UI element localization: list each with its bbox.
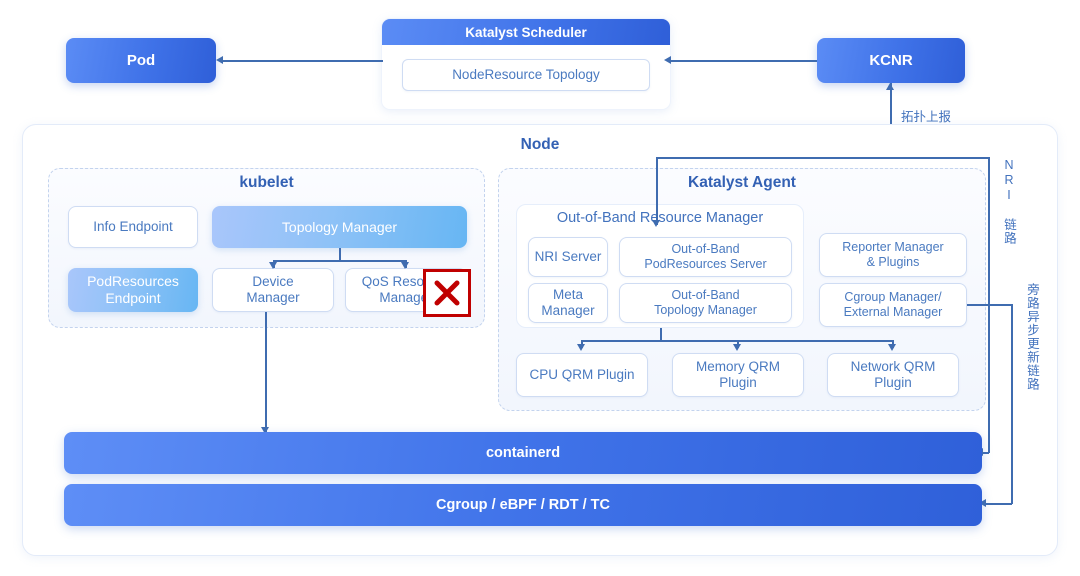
qos-resource-manager-disabled-x-icon (423, 269, 471, 317)
nri-server-box[interactable]: NRI Server (528, 237, 608, 277)
kcnr-to-scheduler-arrowhead (664, 56, 671, 64)
tm-branch-stem (339, 248, 341, 261)
meta-manager-box[interactable]: Meta Manager (528, 283, 608, 323)
oob-topology-manager-box[interactable]: Out-of-Band Topology Manager (619, 283, 792, 323)
bypass-async-link-label: 旁路异步更新链路 (1025, 283, 1039, 391)
bypass-to-kernel-line (985, 503, 1012, 505)
tm-branch-bar (273, 260, 406, 262)
noderesource-topology-item[interactable]: NodeResource Topology (402, 59, 650, 91)
oob-to-memory-qrm-arrowhead (733, 344, 741, 351)
scheduler-to-pod-arrowhead (216, 56, 223, 64)
kernel-layer-bar[interactable]: Cgroup / eBPF / RDT / TC (64, 484, 982, 526)
node-title: Node (520, 136, 560, 153)
oob-to-network-qrm-arrowhead (888, 344, 896, 351)
oob-to-cpu-qrm-arrowhead (577, 344, 585, 351)
nri-link-arrowhead (652, 220, 660, 227)
tm-to-qos-arrowhead (401, 262, 409, 269)
oob-to-qrm-stem (660, 328, 662, 341)
info-endpoint-box[interactable]: Info Endpoint (68, 206, 198, 248)
nri-to-containerd-line (982, 452, 989, 454)
device-manager-box[interactable]: Device Manager (212, 268, 334, 312)
katalyst-agent-title: Katalyst Agent (688, 174, 796, 191)
network-qrm-plugin-box[interactable]: Network QRM Plugin (827, 353, 959, 397)
kubelet-to-containerd-line (265, 312, 267, 432)
tm-to-device-arrowhead (269, 262, 277, 269)
bypass-right-rail (1011, 304, 1013, 504)
out-of-band-resource-manager-title: Out-of-Band Resource Manager (556, 210, 764, 226)
nri-link-right-rail (988, 157, 990, 297)
scheduler-to-pod-line (223, 60, 383, 62)
bypass-to-kernel-arrowhead (979, 499, 986, 507)
memory-qrm-plugin-box[interactable]: Memory QRM Plugin (672, 353, 804, 397)
nri-rail-to-containerd (988, 297, 990, 453)
pod-box[interactable]: Pod (66, 38, 216, 83)
katalyst-scheduler-card[interactable]: Katalyst Scheduler NodeResource Topology (381, 18, 671, 110)
topology-report-label: 拓扑上报 (901, 110, 952, 124)
kcnr-to-scheduler-line (671, 60, 817, 62)
kubelet-to-containerd-arrowhead (261, 427, 269, 434)
oob-podresources-server-box[interactable]: Out-of-Band PodResources Server (619, 237, 792, 277)
containerd-bar[interactable]: containerd (64, 432, 982, 474)
kubelet-title: kubelet (239, 174, 294, 191)
cgroup-mgr-out-line (967, 304, 1013, 306)
nri-link-down-into-oob (656, 157, 658, 225)
topology-manager-box[interactable]: Topology Manager (212, 206, 467, 248)
podresources-endpoint-box[interactable]: PodResources Endpoint (68, 268, 198, 312)
cgroup-external-manager-box[interactable]: Cgroup Manager/ External Manager (819, 283, 967, 327)
nri-link-top-line (656, 157, 990, 159)
reporter-to-kcnr-arrowhead (886, 83, 894, 90)
katalyst-scheduler-title: Katalyst Scheduler (382, 19, 670, 45)
kcnr-box[interactable]: KCNR (817, 38, 965, 83)
cpu-qrm-plugin-box[interactable]: CPU QRM Plugin (516, 353, 648, 397)
reporter-manager-plugins-box[interactable]: Reporter Manager & Plugins (819, 233, 967, 277)
nri-link-label: NRI 链路 (1002, 158, 1016, 245)
